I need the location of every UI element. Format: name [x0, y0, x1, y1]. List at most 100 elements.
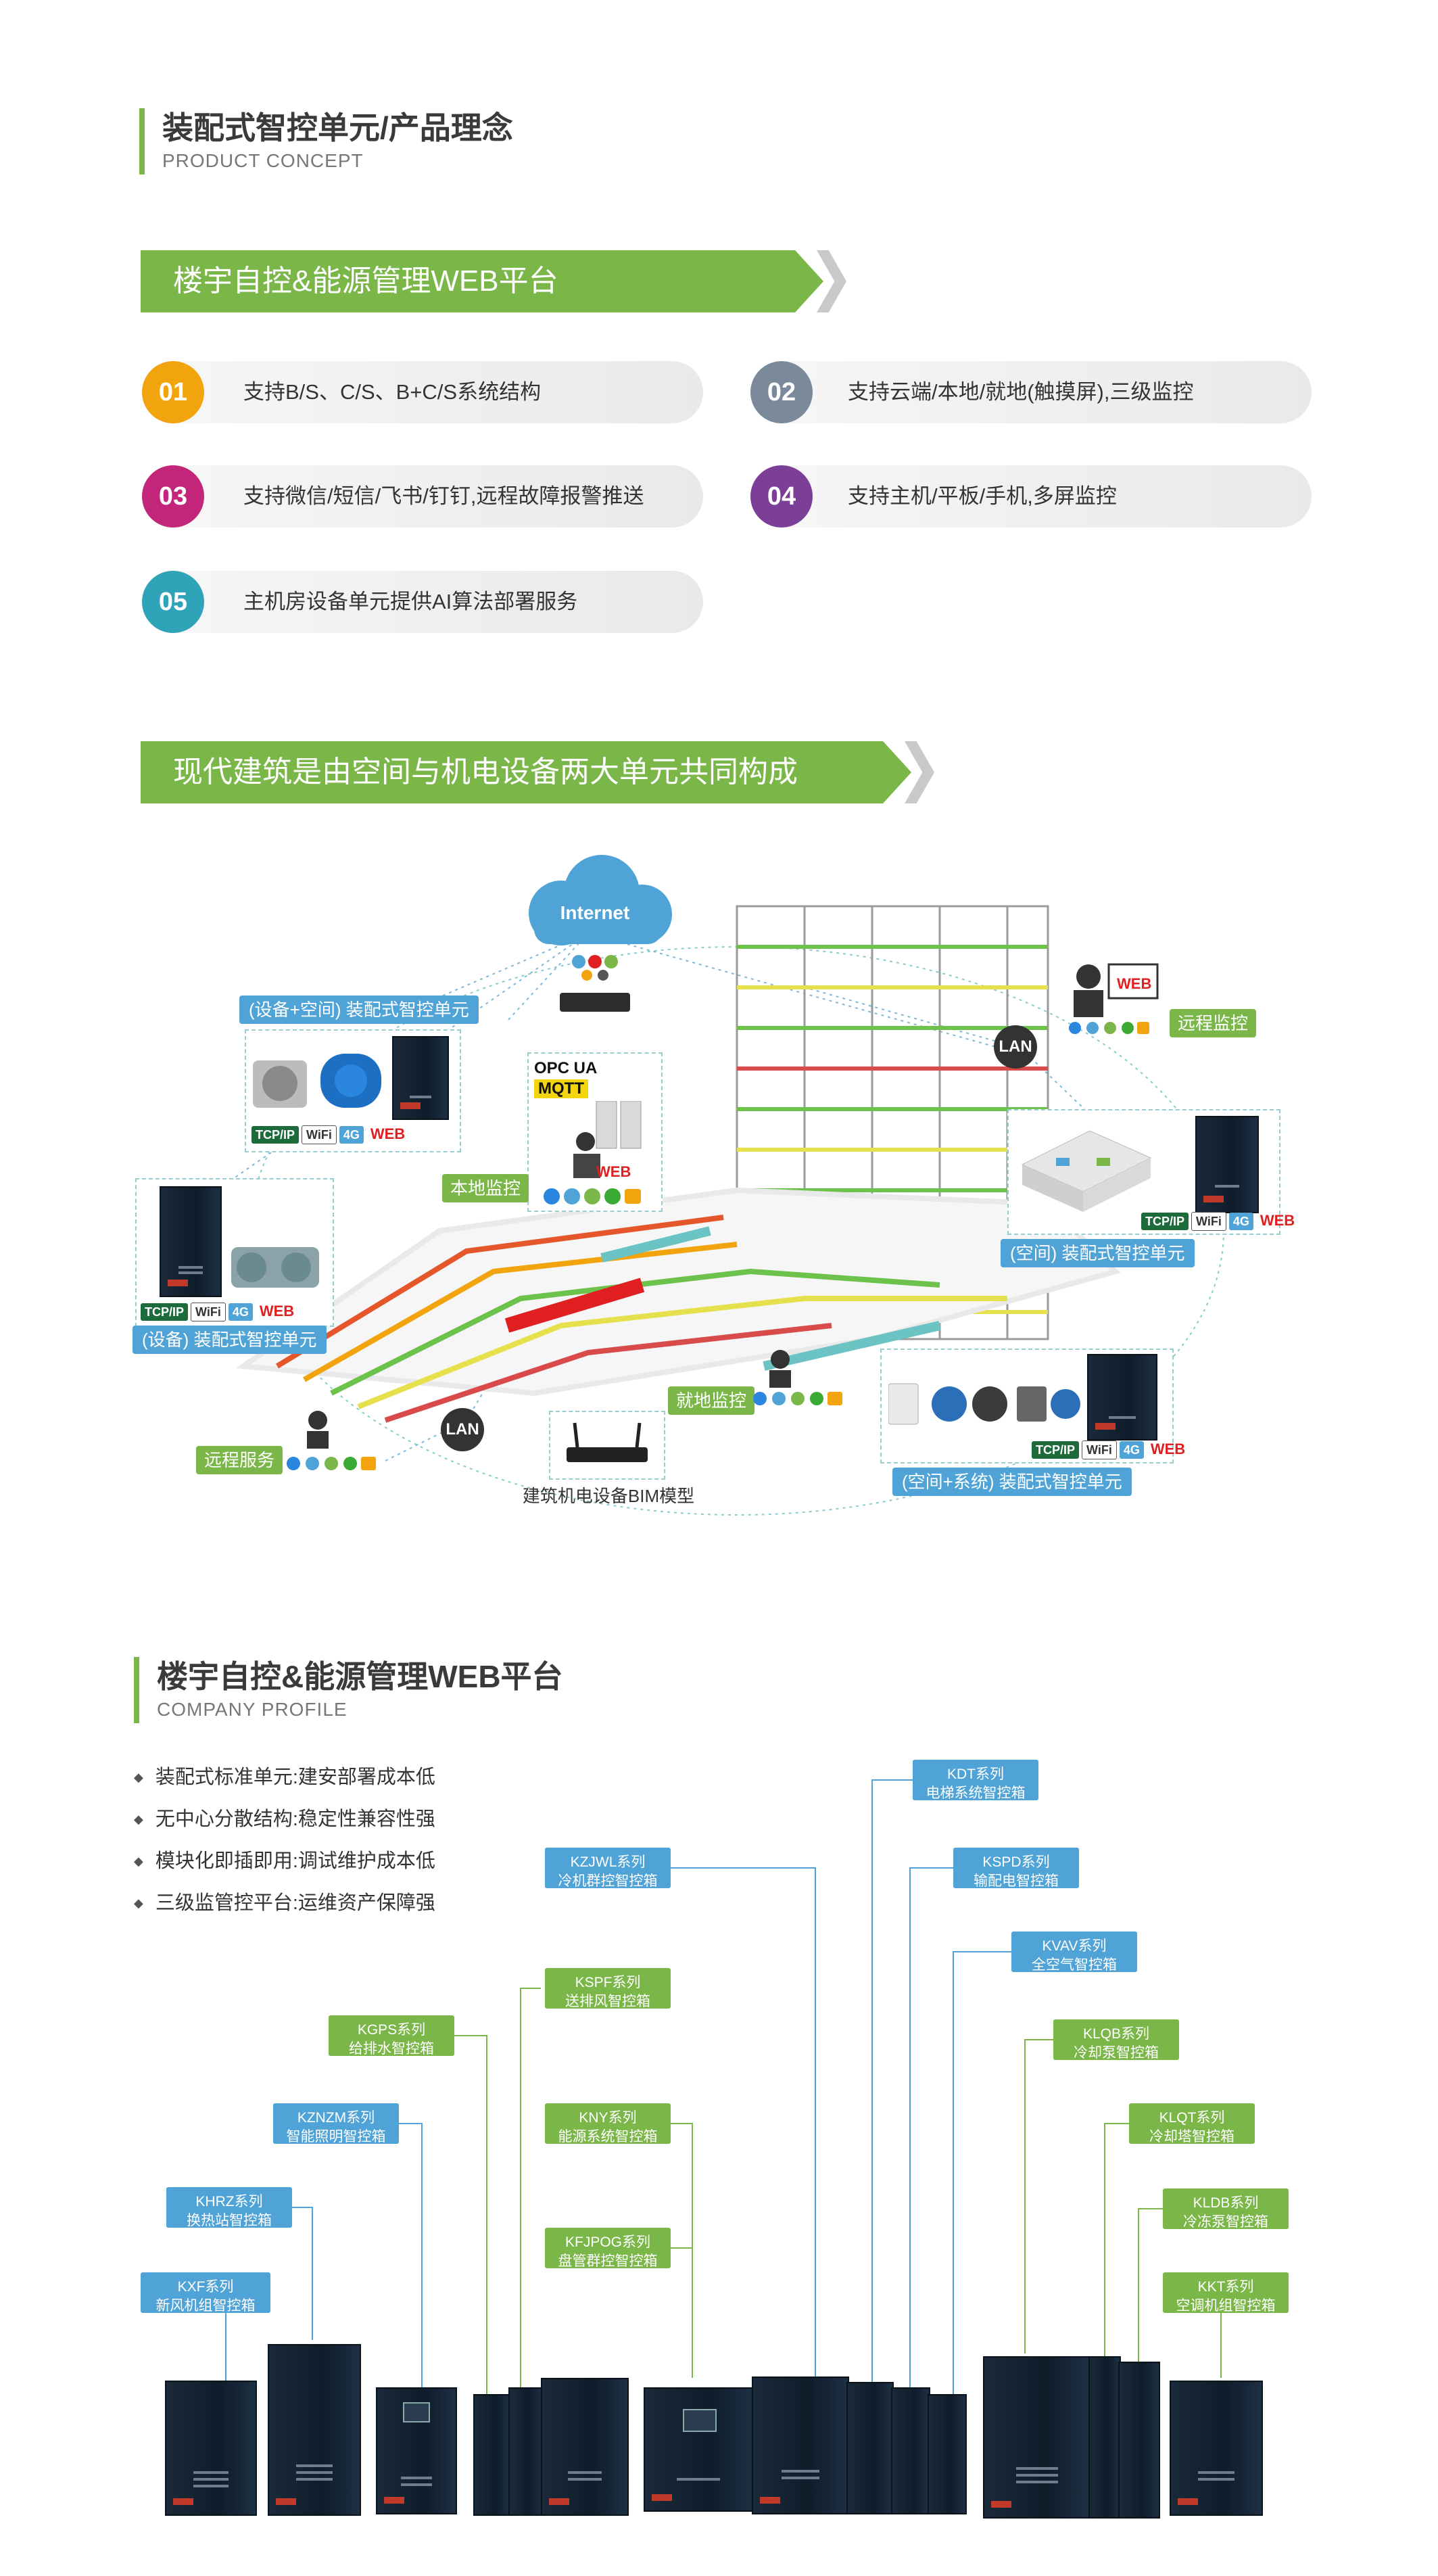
series-label-kzjwl: KZJWL系列冷机群控智控箱	[545, 1848, 671, 1889]
profile-title: 楼宇自控&能源管理WEB平台	[157, 1659, 563, 1694]
control-cabinet	[1118, 2362, 1160, 2519]
router-icon	[560, 993, 630, 1012]
local-monitor-box: OPC UA MQTT WEB	[527, 1052, 663, 1212]
web-label: WEB	[596, 1163, 631, 1180]
feature-text: 主机房设备单元提供AI算法部署服务	[243, 590, 578, 613]
control-cabinet	[891, 2387, 930, 2514]
series-label-kxf: KXF系列新风机组智控箱	[141, 2272, 270, 2314]
series-label-kkt: KKT系列空调机组智控箱	[1163, 2272, 1289, 2314]
control-cabinet	[268, 2344, 361, 2516]
feature-item: 02 支持云端/本地/就地(触摸屏),三级监控	[750, 361, 1312, 423]
series-label-kldb: KLDB系列冷冻泵智控箱	[1163, 2188, 1289, 2230]
control-cabinet	[541, 2378, 629, 2516]
server-rack-icon	[573, 1101, 642, 1178]
message-app-icons	[544, 1188, 641, 1204]
profile-header: 楼宇自控&能源管理WEB平台 COMPANY PROFILE	[134, 1657, 563, 1723]
control-cabinet	[983, 2356, 1091, 2519]
profile-bullet: 模块化即插即用:调试维护成本低	[134, 1848, 435, 1875]
series-label-kgps: KGPS系列给排水智控箱	[329, 2015, 454, 2057]
space-system-unit-tag: (空间+系统) 装配式智控单元	[892, 1468, 1132, 1496]
onsite-monitor-icon	[753, 1350, 842, 1405]
feature-text: 支持主机/平板/手机,多屏监控	[848, 484, 1117, 508]
series-label-kdt: KDT系列电梯系统智控箱	[913, 1760, 1038, 1801]
meter-devices-icon	[888, 1383, 1080, 1425]
profile-bullet: 三级监管控平台:运维资产保障强	[134, 1890, 435, 1917]
feature-text: 支持微信/短信/飞书/钉钉,远程故障报警推送	[243, 484, 644, 508]
space-unit-tag: (空间) 装配式智控单元	[1001, 1239, 1195, 1267]
chiller-icon	[231, 1247, 319, 1288]
feature-text: 支持云端/本地/就地(触摸屏),三级监控	[848, 380, 1194, 404]
feature-item: 04 支持主机/平板/手机,多屏监控	[750, 465, 1312, 528]
platform-banner-text: 楼宇自控&能源管理WEB平台	[173, 264, 558, 298]
feature-item: 05 主机房设备单元提供AI算法部署服务	[142, 571, 703, 633]
wifi-router-icon	[567, 1422, 648, 1462]
cloud-icon	[529, 855, 672, 945]
control-cabinet	[1087, 1354, 1157, 1441]
building-banner: 现代建筑是由空间与机电设备两大单元共同构成	[141, 741, 952, 803]
concept-subtitle: PRODUCT CONCEPT	[162, 150, 364, 171]
control-cabinet	[508, 2387, 544, 2516]
feature-number: 03	[142, 465, 204, 528]
remote-monitor-icon	[1069, 963, 1159, 1034]
series-connector-lines	[225, 1779, 1222, 2394]
remote-service-tag: 远程服务	[196, 1446, 283, 1474]
feature-item: 01 支持B/S、C/S、B+C/S系统结构	[142, 361, 703, 423]
bim-model-caption: 建筑机电设备BIM模型	[522, 1486, 695, 1506]
series-label-kvav: KVAV系列全空气智控箱	[1011, 1931, 1137, 1973]
series-label-kfjpog: KFJPOG系列盘管群控智控箱	[545, 2228, 671, 2269]
control-cabinet	[376, 2387, 457, 2514]
control-cabinet	[160, 1186, 222, 1297]
feature-item: 03 支持微信/短信/飞书/钉钉,远程故障报警推送	[142, 465, 703, 528]
equip-unit-tag: (设备) 装配式智控单元	[133, 1326, 327, 1354]
concept-title: 装配式智控单元/产品理念	[162, 110, 513, 145]
profile-bullet: 无中心分散结构:稳定性兼容性强	[134, 1806, 435, 1833]
diagram-background	[216, 905, 1224, 1516]
control-cabinet	[392, 1036, 449, 1120]
bim-router-box	[549, 1411, 665, 1480]
feature-number: 02	[750, 361, 813, 423]
series-label-kspf: KSPF系列送排风智控箱	[545, 1968, 671, 2009]
feature-number: 05	[142, 571, 204, 633]
onsite-monitor-tag: 就地监控	[668, 1386, 755, 1415]
control-cabinet	[752, 2376, 849, 2514]
control-cabinet	[1088, 2356, 1121, 2519]
lan-badge: LAN	[994, 1025, 1037, 1069]
remote-service-icon	[287, 1411, 376, 1470]
profile-subtitle: COMPANY PROFILE	[157, 1699, 347, 1720]
concept-header: 装配式智控单元/产品理念 PRODUCT CONCEPT	[139, 108, 513, 174]
series-label-klqt: KLQT系列冷却塔智控箱	[1129, 2103, 1255, 2145]
series-label-kspd: KSPD系列输配电智控箱	[953, 1848, 1079, 1889]
control-cabinet	[928, 2394, 967, 2514]
series-label-kny: KNY系列能源系统智控箱	[545, 2103, 671, 2145]
room-model-icon	[1021, 1130, 1152, 1212]
social-icons	[569, 954, 623, 981]
platform-banner: 楼宇自控&能源管理WEB平台	[141, 250, 864, 312]
internet-label: Internet	[560, 902, 630, 923]
series-label-khrz: KHRZ系列换热站智控箱	[166, 2187, 292, 2228]
series-label-klqb: KLQB系列冷却泵智控箱	[1053, 2019, 1179, 2061]
control-cabinet	[1195, 1116, 1259, 1213]
control-cabinet	[165, 2381, 257, 2516]
control-cabinet	[1170, 2381, 1263, 2516]
opcua-label: OPC UA	[534, 1059, 598, 1077]
profile-bullet: 装配式标准单元:建安部署成本低	[134, 1764, 435, 1791]
web-label: WEB	[1117, 975, 1152, 992]
control-cabinet	[644, 2387, 753, 2512]
feature-number: 04	[750, 465, 813, 528]
series-label-kznzm: KZNZM系列智能照明智控箱	[273, 2103, 399, 2145]
fan-motor-icon	[253, 1054, 381, 1108]
control-cabinet	[846, 2382, 894, 2514]
lan-badge: LAN	[441, 1408, 484, 1451]
remote-monitor-tag: 远程监控	[1170, 1009, 1257, 1037]
equip-space-unit-tag: (设备+空间) 装配式智控单元	[239, 996, 479, 1024]
mqtt-label: MQTT	[534, 1079, 588, 1098]
